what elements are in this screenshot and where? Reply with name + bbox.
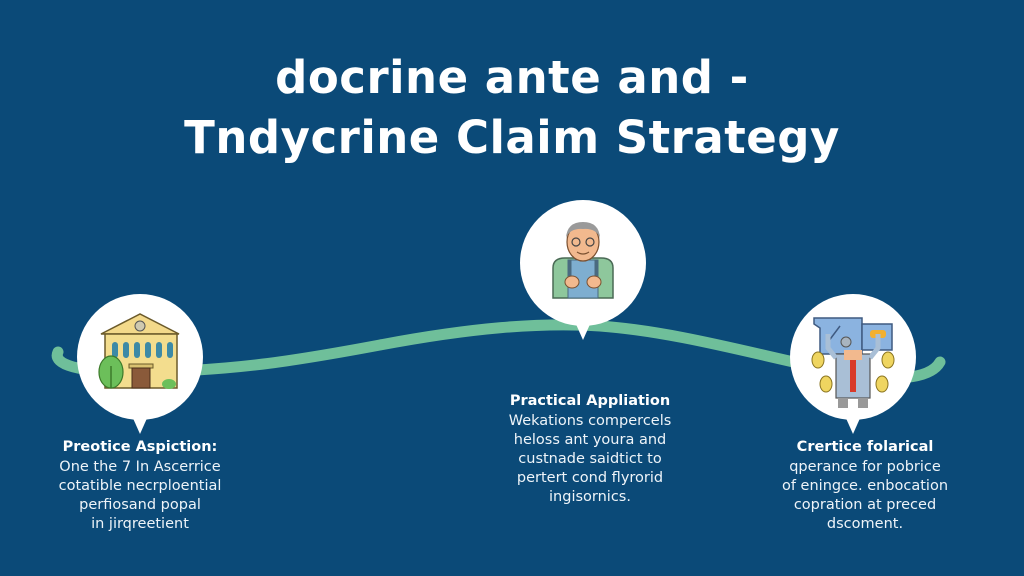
caption-line: pertert cond flyrorid xyxy=(516,470,664,486)
caption-line: Wekations compercels xyxy=(508,413,672,429)
caption-line: of eningce. enbocation xyxy=(781,478,949,494)
timeline-node-1 xyxy=(77,294,203,434)
caption-heading: Crertice folarical xyxy=(796,439,934,455)
caption-line: custnade saidtict to xyxy=(518,451,662,467)
caption-line: in jirqreetient xyxy=(91,516,189,532)
timeline-node-2 xyxy=(520,200,646,340)
title-line-2: Tndycrine Claim Strategy xyxy=(184,111,840,164)
node-pointer xyxy=(132,416,148,434)
caption-line: perfiosand popal xyxy=(79,497,201,513)
caption-heading: Practical Appliation xyxy=(509,393,671,409)
caption-line: cotatible necrploential xyxy=(58,478,222,494)
caption-line: ingisornics. xyxy=(549,489,631,505)
man-with-safe-icon xyxy=(811,317,895,408)
courthouse-icon xyxy=(98,313,180,389)
caption-heading: Preotice Aspiction: xyxy=(62,439,218,455)
title-line-1: docrine ante and - xyxy=(275,51,749,104)
caption-3: Crertice folarical qperance for pobrice … xyxy=(755,438,975,534)
caption-line: heloss ant youra and xyxy=(513,432,667,448)
node-pointer xyxy=(575,322,591,340)
node-pointer xyxy=(845,416,861,434)
page-title: docrine ante and - Tndycrine Claim Strat… xyxy=(0,48,1024,168)
caption-line: copration at preced xyxy=(793,497,937,513)
caption-2: Practical Appliation Wekations compercel… xyxy=(490,392,690,507)
caption-1: Preotice Aspiction: One the 7 In Ascerri… xyxy=(40,438,240,534)
caption-line: qperance for pobrice xyxy=(789,459,941,475)
caption-line: One the 7 In Ascerrice xyxy=(59,459,221,475)
timeline-node-3 xyxy=(790,294,916,434)
caption-line: dscoment. xyxy=(826,516,904,532)
elderly-man-icon xyxy=(552,222,614,299)
